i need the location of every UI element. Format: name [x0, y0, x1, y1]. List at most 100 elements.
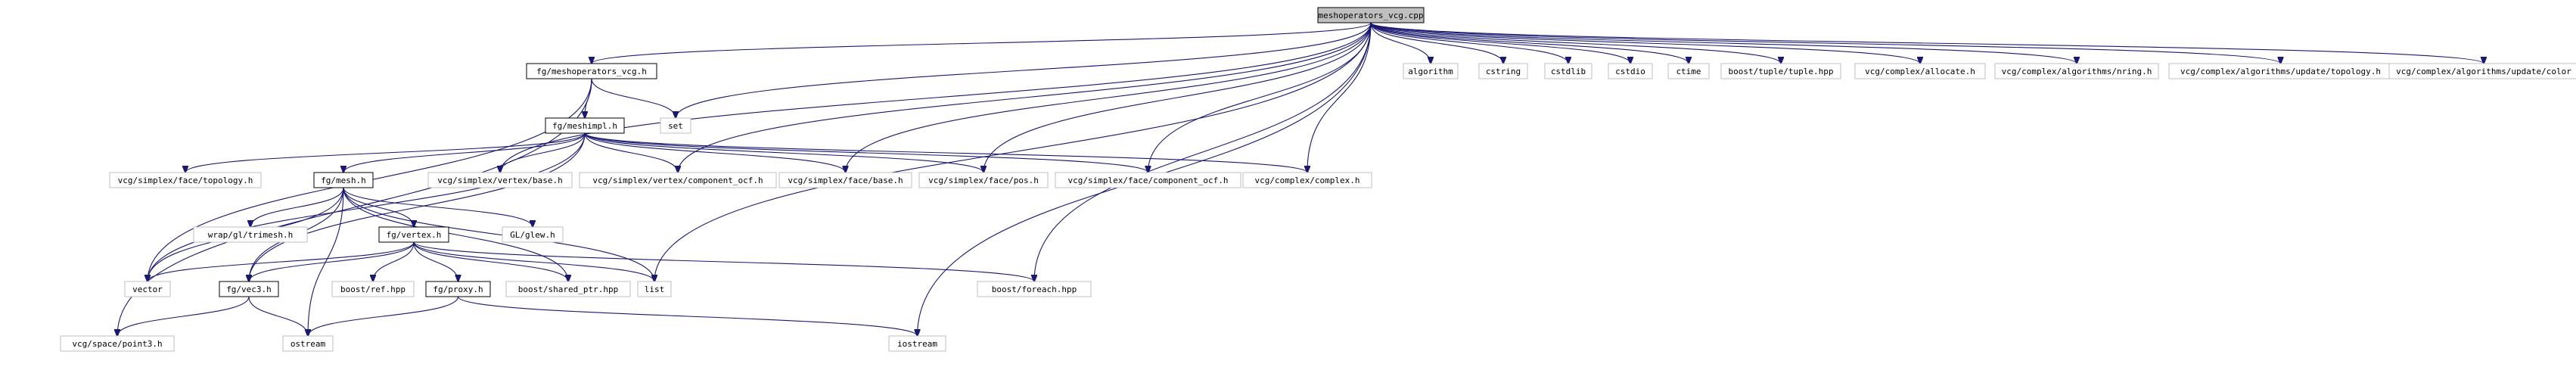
node-label: fg/proxy.h — [433, 285, 483, 294]
node-box — [425, 281, 491, 297]
node-vcg-face-component-ocf[interactable]: vcg/simplex/face/component_ocf.h — [1055, 172, 1241, 188]
node-box — [545, 117, 625, 134]
node-vcg-nring[interactable]: vcg/complex/algorithms/nring.h — [1994, 63, 2159, 79]
node-fg-vertex-h[interactable]: fg/vertex.h — [378, 226, 449, 243]
node-ctime[interactable]: ctime — [1667, 63, 1710, 79]
node-box — [378, 226, 449, 243]
edge-fg-vec3-h-to-vcg-point3 — [117, 296, 250, 336]
node-label: algorithm — [1408, 67, 1453, 76]
edge-root-to-vcg-topology — [1370, 22, 2281, 64]
node-fg-meshoperators-vcg-h[interactable]: fg/meshoperators_vcg.h — [526, 63, 657, 79]
node-label: fg/vec3.h — [226, 285, 272, 294]
edge-root-to-fg-meshoperators-vcg-h — [592, 22, 1372, 64]
node-label: fg/meshimpl.h — [552, 121, 617, 131]
node-fg-mesh-h[interactable]: fg/mesh.h — [313, 172, 374, 188]
node-vcg-face-topology[interactable]: vcg/simplex/face/topology.h — [109, 172, 262, 188]
node-cstdio[interactable]: cstdio — [1608, 63, 1653, 79]
node-box — [1055, 172, 1241, 188]
node-label: boost/tuple/tuple.hpp — [1728, 67, 1833, 76]
node-box — [60, 335, 175, 352]
node-box — [505, 281, 631, 297]
node-label: vcg/complex/algorithms/update/topology.h — [2180, 67, 2381, 76]
node-vcg-color[interactable]: vcg/complex/algorithms/update/color — [2388, 63, 2576, 79]
node-gl-glew[interactable]: GL/glew.h — [502, 226, 564, 243]
node-vector[interactable]: vector — [124, 281, 171, 297]
node-label: vcg/simplex/face/pos.h — [928, 176, 1039, 185]
node-label: vector — [132, 285, 163, 294]
node-fg-proxy-h[interactable]: fg/proxy.h — [425, 281, 491, 297]
node-vcg-face-base[interactable]: vcg/simplex/face/base.h — [778, 172, 912, 188]
node-vcg-point3[interactable]: vcg/space/point3.h — [60, 335, 175, 352]
node-box — [1478, 63, 1528, 79]
edge-fg-vertex-h-to-boost-ref — [373, 241, 415, 281]
node-vcg-face-pos[interactable]: vcg/simplex/face/pos.h — [918, 172, 1049, 188]
node-box — [193, 226, 308, 243]
edge-root-to-vcg-face-component-ocf — [1148, 22, 1372, 173]
edge-fg-vec3-h-to-ostream — [248, 296, 308, 336]
node-wrap-trimesh[interactable]: wrap/gl/trimesh.h — [193, 226, 308, 243]
node-vcg-allocate[interactable]: vcg/complex/allocate.h — [1854, 63, 1986, 79]
edge-fg-vertex-h-to-fg-proxy-h — [413, 241, 458, 281]
node-boost-foreach[interactable]: boost/foreach.hpp — [977, 281, 1092, 297]
node-boost-tuple[interactable]: boost/tuple/tuple.hpp — [1720, 63, 1841, 79]
node-box — [1608, 63, 1653, 79]
graph-nodes: meshoperators_vcg.cpp fg/meshoperators_vc… — [60, 7, 2576, 352]
node-label: fg/mesh.h — [321, 176, 366, 185]
node-label: vcg/simplex/vertex/base.h — [437, 176, 563, 185]
node-label: fg/meshoperators_vcg.h — [536, 67, 647, 76]
edge-root-to-vcg-allocate — [1370, 22, 1920, 64]
edge-fg-meshoperators-vcg-h-to-set — [591, 78, 676, 118]
node-algorithm[interactable]: algorithm — [1403, 63, 1459, 79]
edge-fg-meshimpl-h-to-vcg-complex — [584, 132, 1307, 173]
node-label: boost/ref.hpp — [340, 285, 406, 294]
edge-fg-vertex-h-to-boost-shared-ptr — [413, 241, 568, 281]
edge-root-to-cstring — [1370, 22, 1503, 64]
node-iostream[interactable]: iostream — [888, 335, 946, 352]
node-fg-vec3-h[interactable]: fg/vec3.h — [219, 281, 279, 297]
edge-fg-meshimpl-h-to-vcg-vertex-component-ocf — [584, 132, 678, 173]
node-vcg-topology[interactable]: vcg/complex/algorithms/update/topology.h — [2168, 63, 2393, 79]
edge-root-to-cstdlib — [1370, 22, 1568, 64]
node-fg-meshimpl-h[interactable]: fg/meshimpl.h — [545, 117, 625, 134]
node-label: vcg/simplex/face/component_ocf.h — [1068, 176, 1229, 185]
node-label: vcg/simplex/face/base.h — [788, 176, 903, 185]
node-vcg-vertex-base[interactable]: vcg/simplex/vertex/base.h — [427, 172, 573, 188]
edge-fg-meshimpl-h-to-fg-vec3-h — [249, 132, 586, 281]
node-set[interactable]: set — [660, 117, 691, 134]
node-vcg-complex[interactable]: vcg/complex/complex.h — [1242, 172, 1372, 188]
node-vcg-vertex-component-ocf[interactable]: vcg/simplex/vertex/component_ocf.h — [579, 172, 777, 188]
edge-root-to-vcg-vertex-component-ocf — [678, 22, 1372, 173]
node-box — [1720, 63, 1841, 79]
node-label: ostream — [291, 339, 326, 349]
node-boost-shared-ptr[interactable]: boost/shared_ptr.hpp — [505, 281, 631, 297]
node-box — [918, 172, 1049, 188]
node-label: cstring — [1486, 67, 1521, 76]
edge-root-to-cstdio — [1370, 22, 1630, 64]
node-root[interactable]: meshoperators_vcg.cpp — [1317, 7, 1425, 23]
edge-root-to-vcg-nring — [1370, 22, 2077, 64]
graph-edges — [117, 22, 2484, 336]
node-list[interactable]: list — [637, 281, 672, 297]
edge-fg-meshimpl-h-to-fg-mesh-h — [343, 132, 586, 173]
edge-fg-meshimpl-h-to-vector — [148, 132, 586, 281]
node-box — [1854, 63, 1986, 79]
edge-fg-meshimpl-h-to-vcg-face-pos — [584, 132, 983, 173]
node-ostream[interactable]: ostream — [282, 335, 334, 352]
node-label: cstdlib — [1551, 67, 1586, 76]
node-label: GL/glew.h — [510, 230, 555, 240]
node-box — [502, 226, 564, 243]
node-label: wrap/gl/trimesh.h — [208, 230, 294, 240]
node-box — [427, 172, 573, 188]
node-label: fg/vertex.h — [387, 230, 442, 240]
node-box — [660, 117, 691, 134]
node-cstring[interactable]: cstring — [1478, 63, 1528, 79]
node-box — [1242, 172, 1372, 188]
node-label: vcg/space/point3.h — [72, 339, 162, 349]
node-cstdlib[interactable]: cstdlib — [1544, 63, 1593, 79]
edge-fg-mesh-h-to-gl-glew — [343, 187, 533, 227]
node-label: boost/shared_ptr.hpp — [518, 285, 618, 294]
node-box — [282, 335, 334, 352]
node-boost-ref[interactable]: boost/ref.hpp — [331, 281, 415, 297]
edge-fg-meshoperators-vcg-h-to-vcg-point3 — [117, 78, 592, 336]
